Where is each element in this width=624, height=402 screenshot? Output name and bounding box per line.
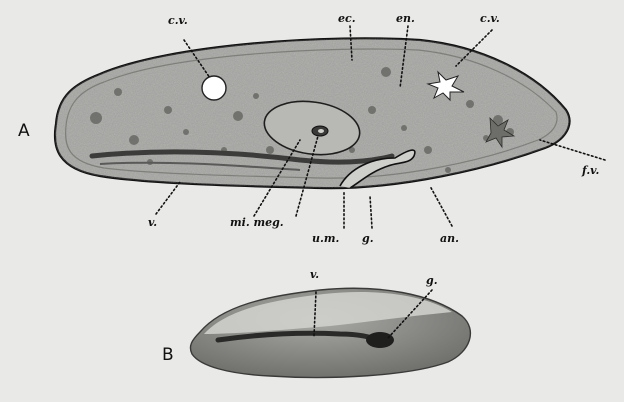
label-food-vacuole: f.v.	[581, 164, 599, 177]
label-contractile-vacuole-anterior: c.v.	[168, 14, 188, 27]
food-vacuole	[466, 100, 474, 108]
food-vacuole	[368, 106, 376, 114]
gullet-opening-b	[366, 332, 394, 348]
food-vacuole	[401, 125, 407, 131]
food-vacuole	[90, 112, 102, 124]
food-vacuole	[266, 146, 274, 154]
label-vestibule-a: v.	[148, 216, 157, 229]
label-contractile-vacuole-posterior: c.v.	[480, 12, 500, 25]
label-ectoplasm: ec.	[338, 12, 356, 25]
label-gullet-b: g.	[426, 274, 438, 287]
contractile-vacuole-anterior	[202, 76, 226, 100]
label-gullet-a: g.	[362, 232, 374, 245]
food-vacuole	[129, 135, 139, 145]
food-vacuole	[381, 67, 391, 77]
panel-b: B v. g.	[162, 268, 470, 377]
label-vestibule-b: v.	[310, 268, 319, 281]
label-micro-macronucleus: mi. meg.	[230, 216, 284, 229]
label-undulating-membrane: u.m.	[312, 232, 339, 245]
label-endoplasm: en.	[396, 12, 415, 25]
food-vacuole	[114, 88, 122, 96]
panel-letter-a: A	[18, 121, 30, 141]
panel-a: A c.v. ec. en. c.v. f.v. v. mi. meg. u.m…	[18, 12, 605, 245]
label-anus: an.	[440, 232, 459, 245]
food-vacuole	[424, 146, 432, 154]
food-vacuole	[445, 167, 451, 173]
food-vacuole	[164, 106, 172, 114]
panel-letter-b: B	[162, 345, 174, 365]
food-vacuole	[233, 111, 243, 121]
food-vacuole	[253, 93, 259, 99]
food-vacuole	[183, 129, 189, 135]
